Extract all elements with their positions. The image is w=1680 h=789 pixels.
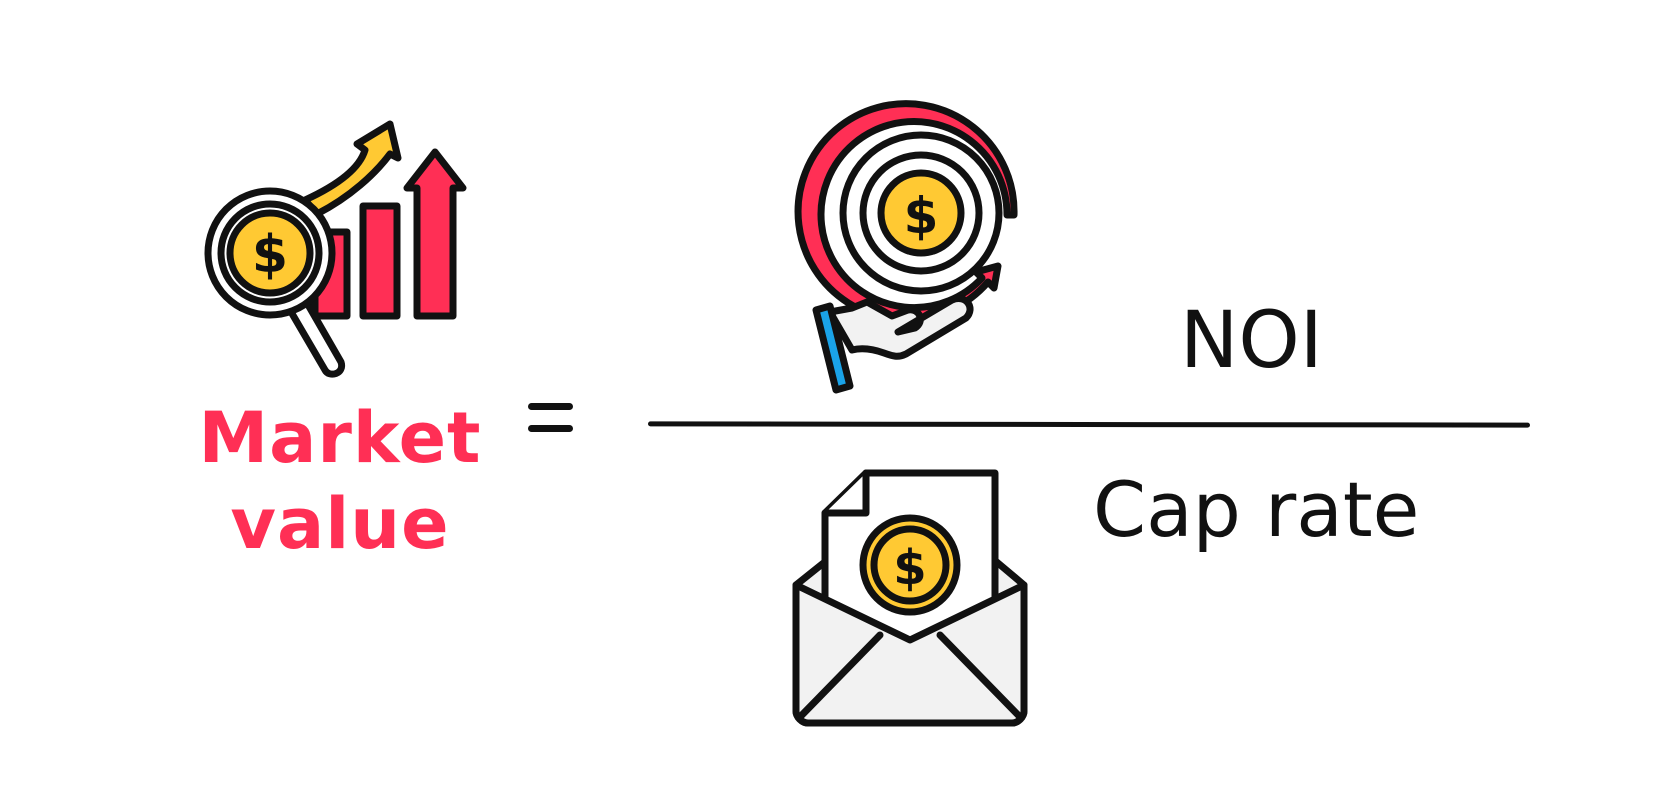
svg-text:$: $ <box>893 540 926 596</box>
noi-label: NOI <box>1180 296 1323 386</box>
envelope-coin-icon: $ <box>792 469 1028 727</box>
svg-text:$: $ <box>252 225 288 285</box>
market-value-line1: Market <box>198 397 482 479</box>
market-value-line2: value <box>230 483 450 565</box>
fraction-bar <box>647 421 1531 428</box>
money-cycle-hand-icon: $ <box>794 100 1018 394</box>
market-growth-magnifier-icon: $ <box>204 120 467 378</box>
market-value-label: Market value <box>175 395 505 567</box>
svg-text:$: $ <box>904 187 939 245</box>
equals-sign <box>528 403 573 443</box>
cap-rate-label: Cap rate <box>1093 465 1420 554</box>
